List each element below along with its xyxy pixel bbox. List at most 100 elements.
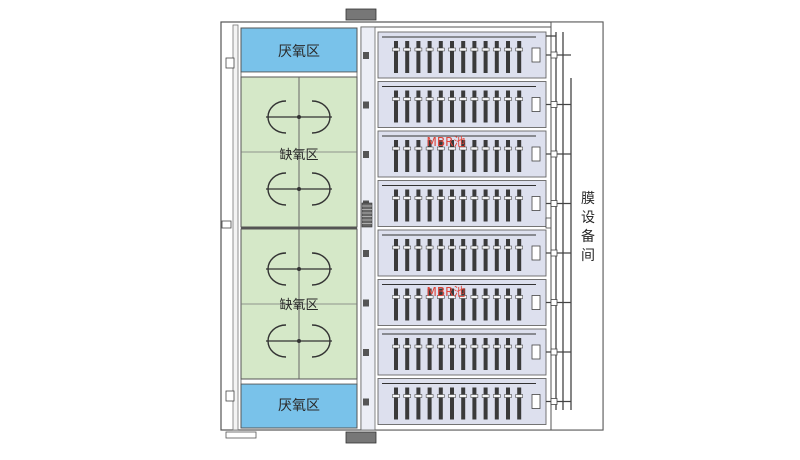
membrane-module: [438, 387, 443, 420]
corridor-grille: [361, 202, 373, 228]
membrane-module: [461, 387, 466, 420]
module-clip: [504, 47, 512, 52]
module-clip: [425, 146, 434, 151]
membrane-module: [450, 189, 454, 222]
module-clip: [493, 394, 501, 398]
membrane-module: [450, 90, 454, 123]
top-grille: [345, 8, 377, 21]
module-clip: [448, 295, 456, 299]
wall-port: [225, 390, 235, 402]
membrane-module: [427, 41, 432, 73]
membrane-module: [517, 387, 522, 420]
module-clip: [392, 295, 400, 299]
mixer-hub: [297, 187, 301, 191]
branch-valve: [550, 398, 558, 405]
membrane-module: [394, 387, 398, 420]
membrane-module: [517, 239, 522, 271]
module-clip: [481, 394, 490, 398]
module-clip: [459, 295, 467, 299]
membrane-module: [394, 239, 398, 271]
membrane-module: [438, 239, 443, 271]
module-clip: [481, 47, 490, 52]
membrane-room-label-3: 备: [581, 228, 595, 245]
membrane-module: [427, 90, 432, 123]
rack-valve: [531, 245, 541, 261]
bottom-left-grille: [225, 431, 257, 439]
membrane-module: [461, 239, 466, 271]
branch-valve: [550, 51, 558, 59]
module-clip: [403, 245, 411, 250]
module-clip: [459, 245, 467, 250]
membrane-module: [517, 140, 522, 172]
partition-strip-top: [240, 71, 358, 78]
membrane-module: [394, 189, 398, 222]
mixer-hub: [297, 339, 301, 343]
module-clip: [414, 344, 423, 349]
module-clip: [437, 47, 445, 52]
membrane-room-label-1: 膜: [581, 191, 595, 207]
membrane-module: [472, 239, 477, 271]
membrane-module: [483, 239, 488, 271]
module-clip: [493, 344, 501, 349]
membrane-module: [506, 90, 510, 123]
module-clip: [470, 245, 479, 250]
membrane-module: [450, 288, 454, 321]
module-clip: [448, 344, 456, 349]
module-clip: [437, 394, 445, 398]
membrane-module: [494, 90, 499, 123]
membrane-module: [472, 140, 477, 172]
membrane-module: [494, 288, 499, 321]
membrane-module: [405, 140, 410, 172]
module-clip: [493, 295, 501, 299]
membrane-module: [416, 140, 421, 172]
membrane-module: [472, 387, 477, 420]
module-clip: [459, 146, 467, 151]
module-clip: [470, 394, 479, 398]
membrane-module: [483, 90, 488, 123]
inner-left-wall: [232, 24, 239, 431]
module-clip: [493, 196, 501, 200]
membrane-module: [506, 288, 510, 321]
membrane-module: [494, 189, 499, 222]
module-clip: [425, 394, 434, 398]
module-clip: [515, 47, 523, 52]
mixer-hub: [297, 267, 301, 271]
module-clip: [504, 196, 512, 200]
corridor-valve: [363, 349, 369, 356]
membrane-module: [494, 41, 499, 73]
membrane-module: [461, 90, 466, 123]
module-clip: [448, 97, 456, 101]
membrane-module: [405, 338, 410, 370]
membrane-room-label-4: 间: [581, 248, 595, 264]
module-clip: [392, 196, 400, 200]
module-clip: [459, 196, 467, 200]
module-clip: [504, 146, 512, 151]
membrane-module: [427, 387, 432, 420]
membrane-module: [438, 90, 443, 123]
corridor-valve: [363, 398, 369, 406]
membrane-module: [450, 338, 454, 370]
membrane-module: [438, 140, 443, 172]
module-clip: [470, 97, 479, 101]
module-clip: [459, 47, 467, 52]
module-clip: [414, 245, 423, 250]
module-clip: [459, 97, 467, 101]
membrane-module: [416, 90, 421, 123]
module-clip: [448, 245, 456, 250]
membrane-rack-group: [377, 31, 547, 425]
module-clip: [493, 47, 501, 52]
membrane-module: [517, 288, 522, 321]
module-clip: [515, 344, 523, 349]
module-clip: [504, 97, 512, 101]
anaerobic-label-bottom: 厌氧区: [278, 398, 320, 414]
membrane-module: [506, 239, 510, 271]
module-clip: [403, 394, 411, 398]
mbr-label-upper: MBR池: [427, 135, 466, 149]
module-clip: [414, 47, 423, 52]
module-clip: [481, 245, 490, 250]
rack-valve: [531, 47, 541, 63]
module-clip: [392, 344, 400, 349]
module-clip: [403, 295, 411, 299]
membrane-module: [416, 387, 421, 420]
membrane-module: [472, 41, 477, 73]
